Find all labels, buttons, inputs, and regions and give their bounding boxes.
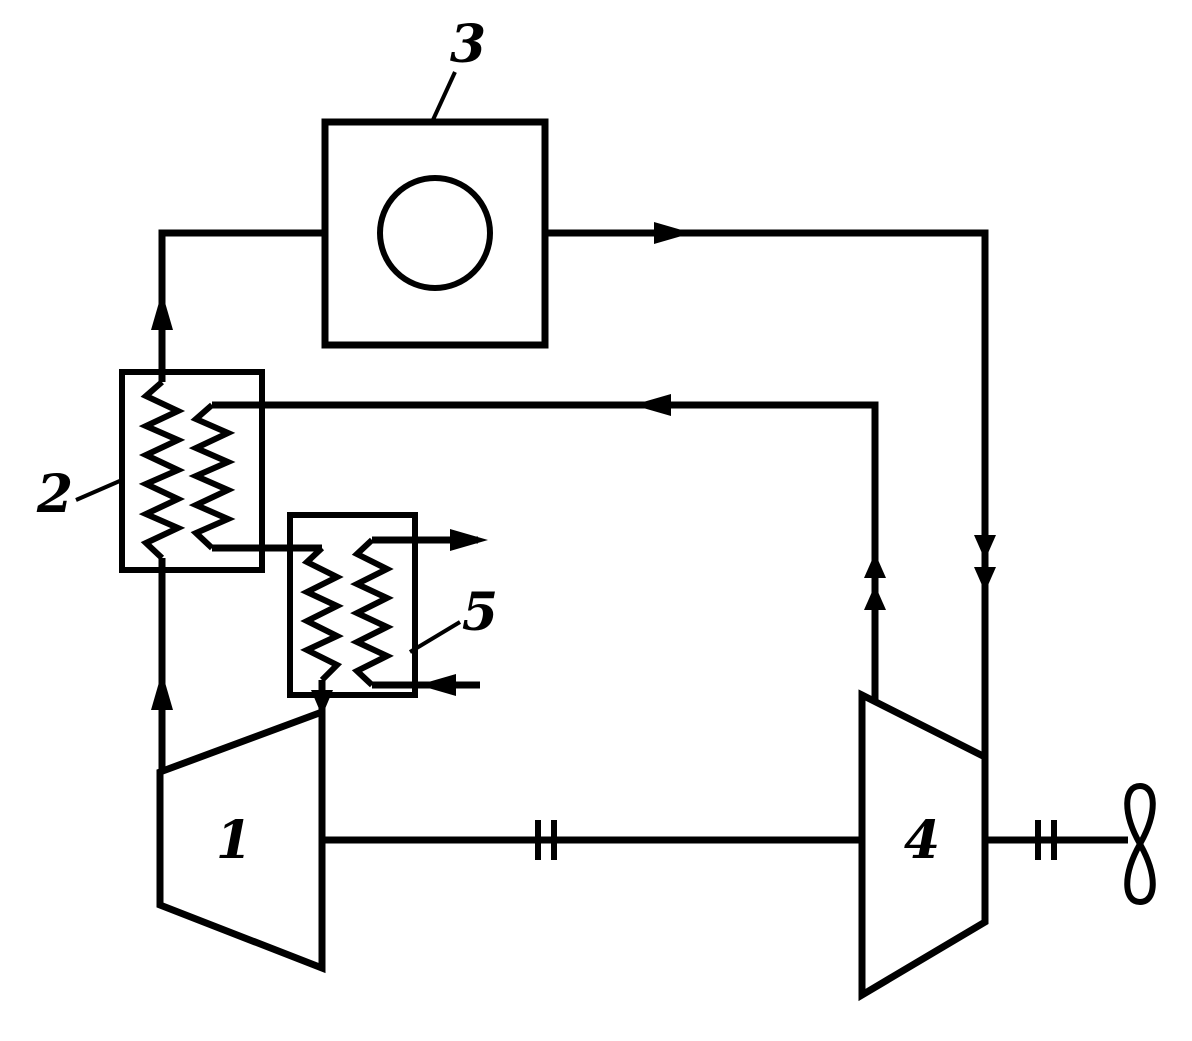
flow-arrow-up [151,292,173,330]
leader-label-3 [430,71,457,123]
fan-blade-lower [1124,837,1156,906]
flow-arrow-right [654,222,692,244]
compressor-outline [156,706,326,974]
leader-lines [75,71,462,654]
label-precooler-5: 5 [462,582,498,643]
flow-arrow-left [418,674,456,696]
precooler-coil-right [350,537,394,688]
coupling-icon [1035,820,1057,860]
label-turbine-4: 4 [904,810,940,871]
heater-burner-icon [377,175,493,291]
regenerator-coil-right [188,402,236,551]
label-regenerator-2: 2 [36,464,73,525]
label-heater-3: 3 [450,14,486,75]
shafts [322,820,1128,860]
flow-arrow-right [450,529,488,551]
turbine-outline [858,689,989,1002]
component-labels: 3 2 5 1 4 [36,14,940,871]
fan-icon [1124,782,1156,906]
flow-arrows [151,222,996,716]
precooler-coil-left [300,545,344,683]
heater-outline [321,118,549,349]
regenerator-coil-left [138,379,186,561]
leader-label-5 [408,620,462,654]
regenerator-outline [119,369,265,573]
flow-arrow-down [974,567,996,592]
flow-arrow-up [151,672,173,710]
flow-arrow-down [974,535,996,560]
pipe-heater-to-turbine [545,229,989,757]
coupling-icon [535,820,557,860]
leader-label-2 [75,478,123,502]
pipe-turbine-exhaust-return [212,401,879,701]
flow-arrow-up [864,553,886,578]
flow-arrow-left [633,394,671,416]
label-compressor-1: 1 [216,810,252,871]
precooler-outline [287,512,418,698]
coils [138,379,394,688]
heater-box [321,118,549,349]
pipe-regenerator-to-heater [158,229,325,382]
flow-arrow-up [864,585,886,610]
fan-blade-upper [1124,782,1156,851]
flow-arrow-down [311,690,333,716]
